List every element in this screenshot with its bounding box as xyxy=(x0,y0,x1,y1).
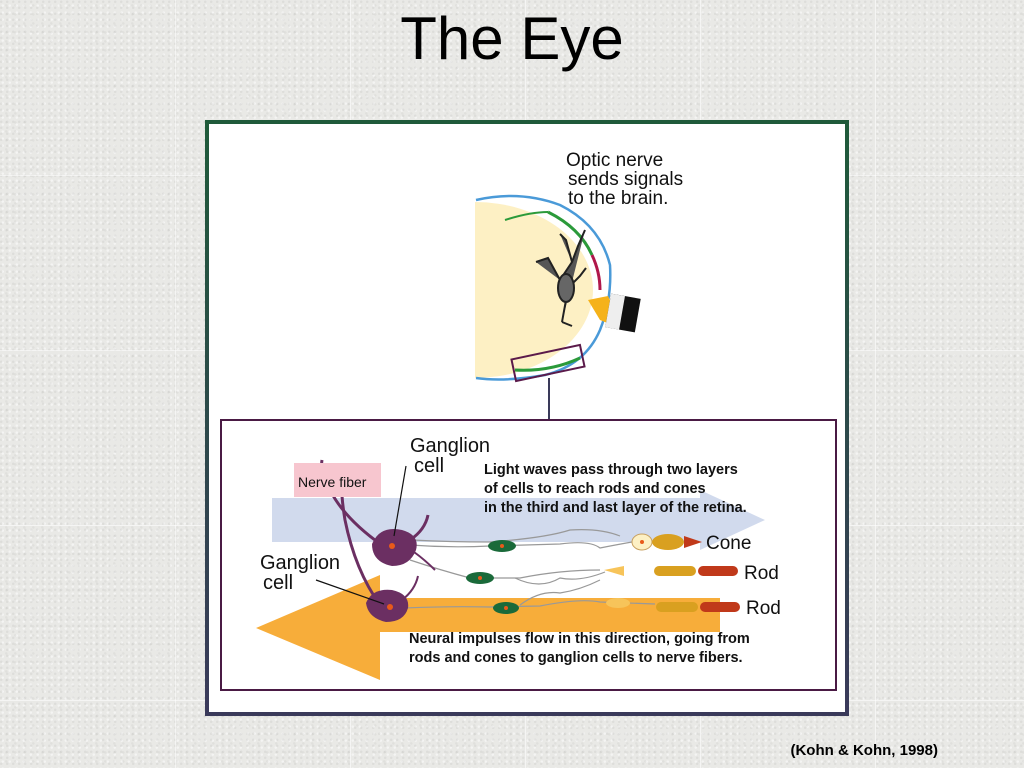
nerve-fiber-label-bg xyxy=(294,463,381,497)
ganglion-label-bottom-line-2: cell xyxy=(263,572,293,594)
ganglion-label-bottom-line-1: Ganglion xyxy=(260,552,340,574)
ganglion-label-top-line-2: cell xyxy=(414,455,444,477)
rod-label-bottom: Rod xyxy=(746,598,781,619)
ganglion-pointer-top xyxy=(393,465,407,537)
ganglion-cell-bottom xyxy=(366,575,419,622)
neural-text-line-2: rods and cones to ganglion cells to nerv… xyxy=(409,650,743,666)
ganglion-pointer-bottom xyxy=(315,579,385,605)
rod-cell-top xyxy=(604,566,738,576)
light-text-line-1: Light waves pass through two layers xyxy=(484,462,738,478)
cone-cell xyxy=(631,533,702,551)
inverted-image-figure xyxy=(535,229,587,327)
eye-caption-line-2: sends signals xyxy=(568,169,683,190)
eye-cross-section xyxy=(475,194,641,420)
rod-cell-bottom xyxy=(606,598,740,612)
ganglion-cell-top xyxy=(372,514,436,571)
light-text-line-3: in the third and last layer of the retin… xyxy=(484,500,747,516)
eye-caption-line-1: Optic nerve xyxy=(566,150,663,171)
rod-label-top: Rod xyxy=(744,563,779,584)
cone-label: Cone xyxy=(706,533,751,554)
background-grid-line xyxy=(175,0,176,768)
nerve-fiber-label: Nerve fiber xyxy=(298,474,367,490)
light-text-line-2: of cells to reach rods and cones xyxy=(484,481,706,497)
connecting-fibers xyxy=(403,529,656,609)
citation: (Kohn & Kohn, 1998) xyxy=(790,742,938,759)
background-grid-line xyxy=(875,0,876,768)
eye-caption-line-3: to the brain. xyxy=(568,188,668,209)
slide-title: The Eye xyxy=(400,5,624,72)
ganglion-label-top-line-1: Ganglion xyxy=(410,435,490,457)
neural-text-line-1: Neural impulses flow in this direction, … xyxy=(409,631,750,647)
bipolar-cells xyxy=(466,540,519,614)
